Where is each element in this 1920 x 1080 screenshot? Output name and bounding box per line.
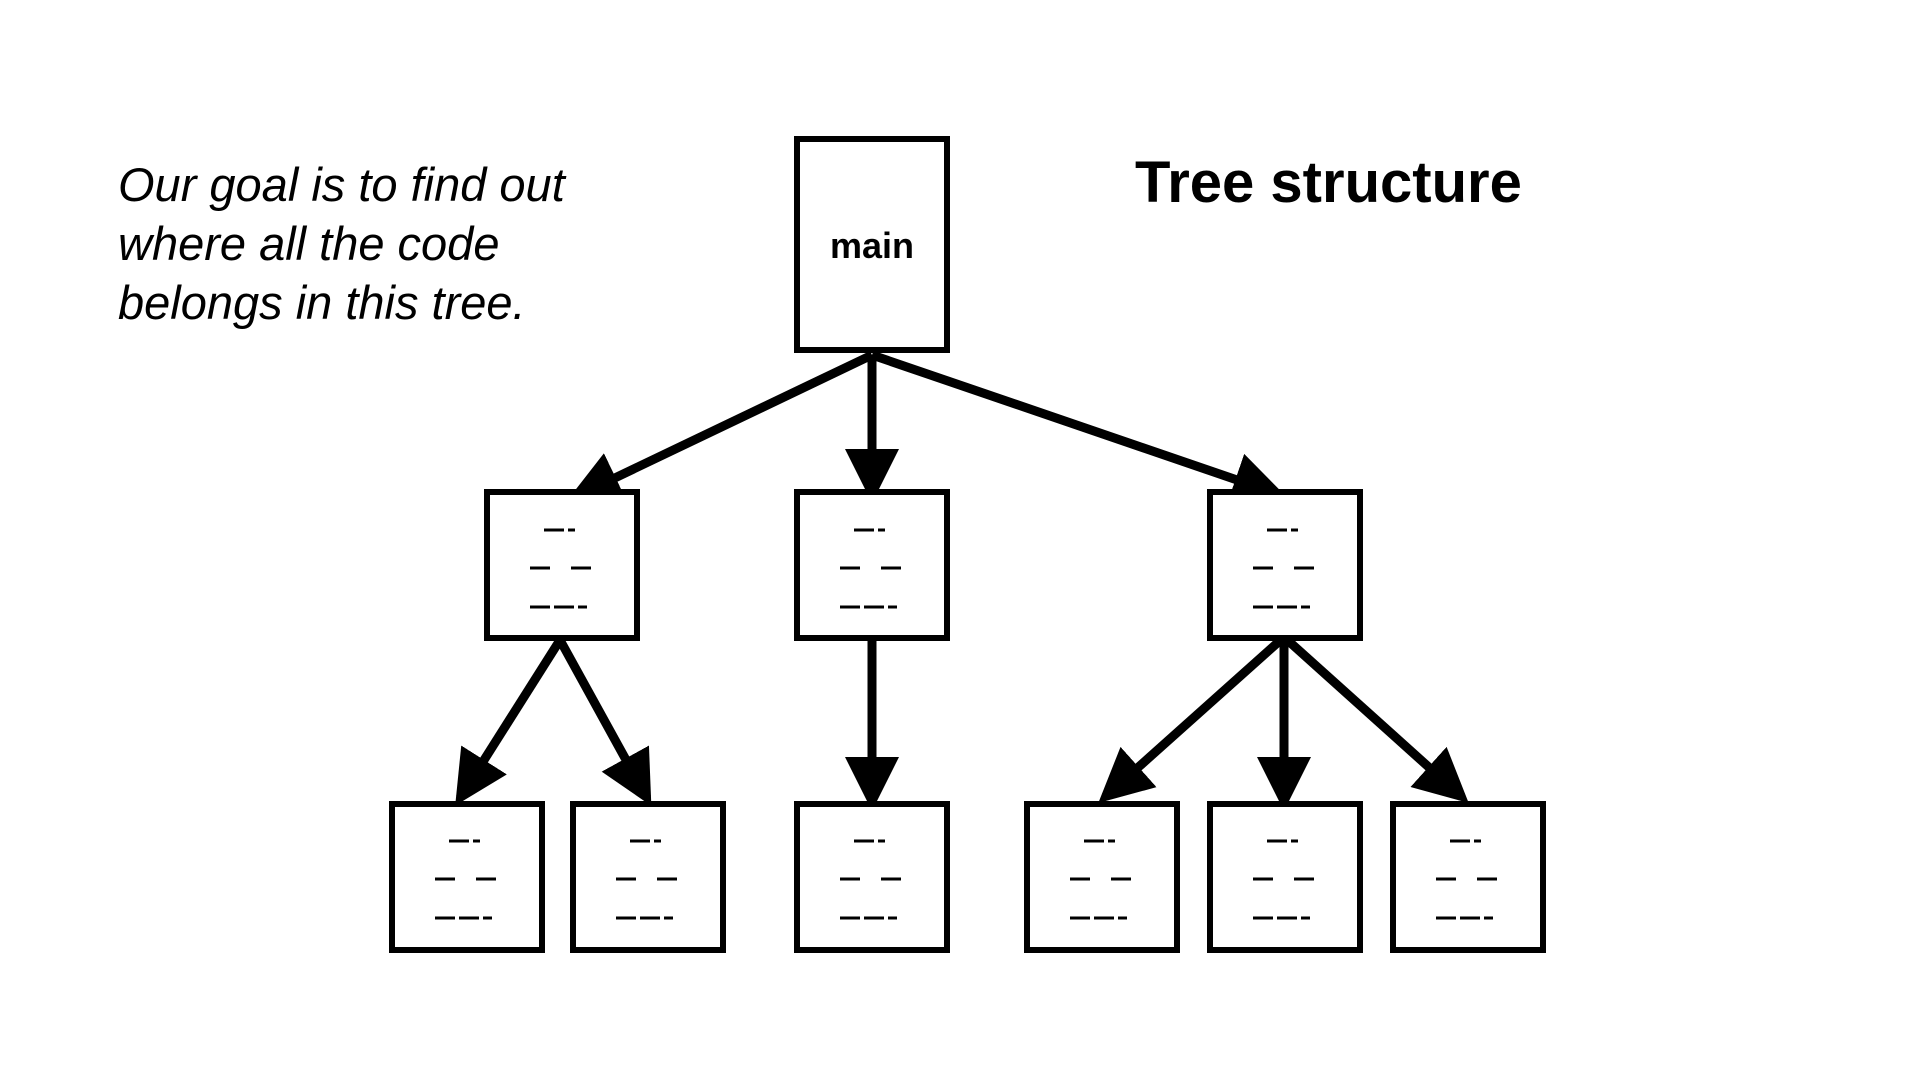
- node-grandchild-c2: [1207, 801, 1363, 953]
- placeholder-lines: [530, 528, 591, 609]
- placeholder-lines: [840, 528, 901, 609]
- placeholder-lines: [1436, 839, 1497, 920]
- placeholder-lines: [616, 839, 677, 920]
- node-main: main: [794, 136, 950, 353]
- node-grandchild-b1: [794, 801, 950, 953]
- placeholder-lines: [1253, 528, 1314, 609]
- edge-a-to-a1: [455, 637, 564, 806]
- node-child-b: [794, 489, 950, 641]
- placeholder-lines: [840, 839, 901, 920]
- node-grandchild-a2: [570, 801, 726, 953]
- node-grandchild-a1: [389, 801, 545, 953]
- intro-note-line-3: belongs in this tree.: [118, 276, 526, 329]
- intro-note-line-1: Our goal is to find out: [118, 158, 565, 211]
- edge-main-to-a: [566, 350, 874, 502]
- placeholder-lines: [1070, 839, 1131, 920]
- slide-title: Tree structure: [1135, 150, 1522, 215]
- node-main-label: main: [830, 225, 914, 266]
- intro-note: Our goal is to find out where all the co…: [118, 155, 565, 332]
- node-child-c: [1207, 489, 1363, 641]
- edge-c-to-c3: [1280, 633, 1469, 804]
- placeholder-lines: [1253, 839, 1314, 920]
- edge-a-to-a2: [556, 637, 652, 806]
- intro-note-line-2: where all the code: [118, 217, 500, 270]
- placeholder-lines: [435, 839, 496, 920]
- node-grandchild-c3: [1390, 801, 1546, 953]
- node-child-a: [484, 489, 640, 641]
- edge-c-to-c1: [1098, 633, 1287, 803]
- edge-main-to-c: [870, 350, 1287, 505]
- node-grandchild-c1: [1024, 801, 1180, 953]
